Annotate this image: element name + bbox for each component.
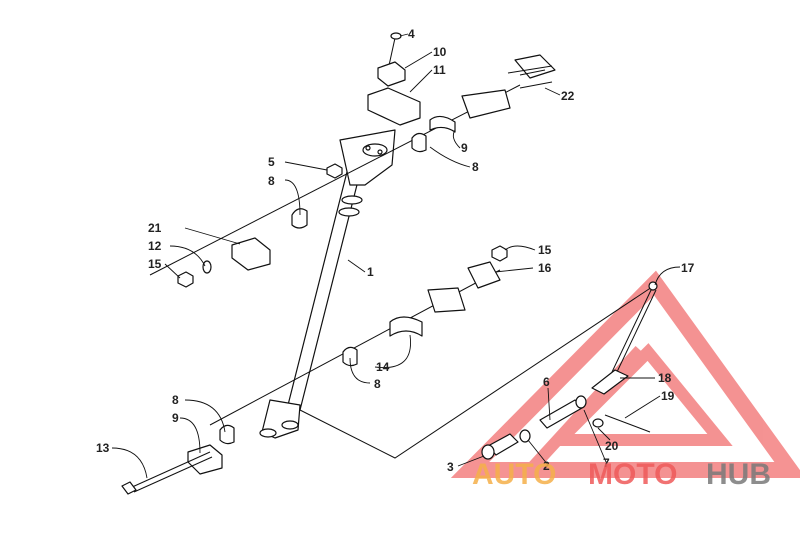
- callout-3: 3: [447, 460, 454, 474]
- callout-9-upper: 9: [461, 141, 468, 155]
- rod-end-18: [591, 369, 629, 395]
- callout-8-lower: 8: [172, 393, 179, 407]
- axis-lower-link: [299, 284, 656, 459]
- callout-15-right: 15: [538, 243, 552, 257]
- plate-16: [467, 261, 501, 289]
- callout-8-mid: 8: [374, 377, 381, 391]
- callout-13: 13: [96, 441, 110, 455]
- callout-6: 6: [543, 375, 550, 389]
- callout-19: 19: [661, 389, 675, 403]
- watermark-word-moto: MOTO: [588, 458, 677, 491]
- bolt-19: [604, 414, 651, 433]
- callout-8-left: 8: [268, 174, 275, 188]
- callout-2: 2: [543, 459, 550, 473]
- watermark-text: AUTO MOTO HUB: [472, 458, 771, 491]
- callout-17: 17: [681, 261, 695, 275]
- bushing-8-upper: [411, 132, 427, 153]
- washer-2: [519, 429, 531, 443]
- callout-8-upper: 8: [472, 160, 479, 174]
- plate-22: [507, 54, 556, 89]
- gasket-middle: [427, 287, 466, 313]
- callout-22: 22: [561, 89, 575, 103]
- callout-4: 4: [408, 27, 415, 41]
- bolt-3: [481, 433, 519, 460]
- cap-10: [377, 61, 406, 87]
- nut-5: [326, 163, 343, 179]
- leader-lines: [111, 33, 681, 479]
- callout-15-left: 15: [148, 257, 162, 271]
- callout-1: 1: [367, 265, 374, 279]
- watermark-word-hub: HUB: [706, 458, 771, 491]
- callout-18: 18: [658, 371, 672, 385]
- clamp-14: [389, 316, 423, 337]
- callout-11: 11: [433, 63, 446, 77]
- callout-12: 12: [148, 239, 162, 253]
- bushing-8-mid: [342, 346, 358, 367]
- callout-7: 7: [603, 456, 610, 470]
- block-21: [231, 237, 271, 271]
- watermark-triangle-outer: [450, 270, 800, 478]
- callout-20: 20: [605, 439, 619, 453]
- bushing-8-left: [291, 208, 308, 229]
- callout-labels: 4 10 11 22 9 8 5 8 21 12 15 1 15 16 17 1…: [96, 27, 695, 474]
- callout-16: 16: [538, 261, 552, 275]
- nut-15-left: [177, 271, 194, 288]
- watermark-word-auto: AUTO: [472, 458, 556, 491]
- block-11: [367, 87, 421, 126]
- clamp-9-upper: [429, 115, 456, 133]
- washer-20: [592, 418, 604, 428]
- callout-21: 21: [148, 221, 162, 235]
- watermark-logo: [450, 270, 800, 478]
- callout-9-lower: 9: [172, 411, 179, 425]
- bolt-13: [121, 451, 213, 495]
- gasket-upper: [461, 89, 511, 119]
- steering-post: [259, 129, 396, 439]
- axis-upper: [149, 84, 521, 276]
- nut-15-right: [491, 245, 508, 262]
- washer-7: [575, 395, 587, 409]
- bushing-8-lower: [219, 424, 235, 445]
- callout-5: 5: [268, 155, 275, 169]
- callout-10: 10: [433, 45, 447, 59]
- watermark-slash: [525, 345, 645, 475]
- washer-12: [202, 260, 212, 274]
- callout-14: 14: [376, 360, 390, 374]
